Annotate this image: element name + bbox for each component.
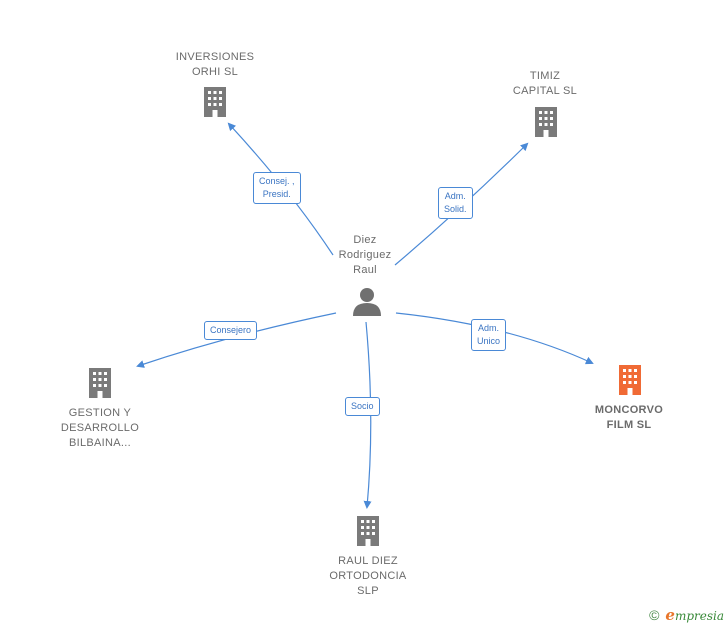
building-icon[interactable]	[535, 107, 557, 137]
node-label-inversiones[interactable]: INVERSIONES ORHI SL	[175, 51, 255, 78]
copyright-symbol: ©	[649, 607, 660, 623]
person-icon[interactable]	[353, 288, 381, 316]
footer-brand: © empresia	[649, 606, 724, 624]
building-icon[interactable]	[204, 87, 226, 117]
edge-label-socio: Socio	[345, 397, 380, 416]
node-label-raul-diez[interactable]: RAUL DIEZ ORTODONCIA SLP	[329, 555, 407, 597]
node-label-gestion[interactable]: GESTION Y DESARROLLO BILBAINA...	[60, 407, 140, 449]
node-label-timiz[interactable]: TIMIZ CAPITAL SL	[512, 70, 578, 97]
edge-label-adm-unico: Adm. Unico	[471, 319, 507, 351]
building-icon[interactable]	[357, 516, 379, 546]
edge-label-consej-presid: Consej. , Presid.	[253, 172, 301, 204]
brand-logo[interactable]: empresia	[665, 606, 724, 624]
edge-label-adm-solid: Adm. Solid.	[438, 187, 473, 219]
building-icon[interactable]	[619, 365, 641, 395]
node-label-center-person[interactable]: Diez Rodriguez Raul	[338, 234, 392, 276]
building-icon[interactable]	[89, 368, 111, 398]
node-label-moncorvo[interactable]: MONCORVO FILM SL	[594, 404, 664, 431]
edge-label-consejero: Consejero	[204, 321, 258, 340]
edge-to-raul-diez	[363, 321, 372, 509]
